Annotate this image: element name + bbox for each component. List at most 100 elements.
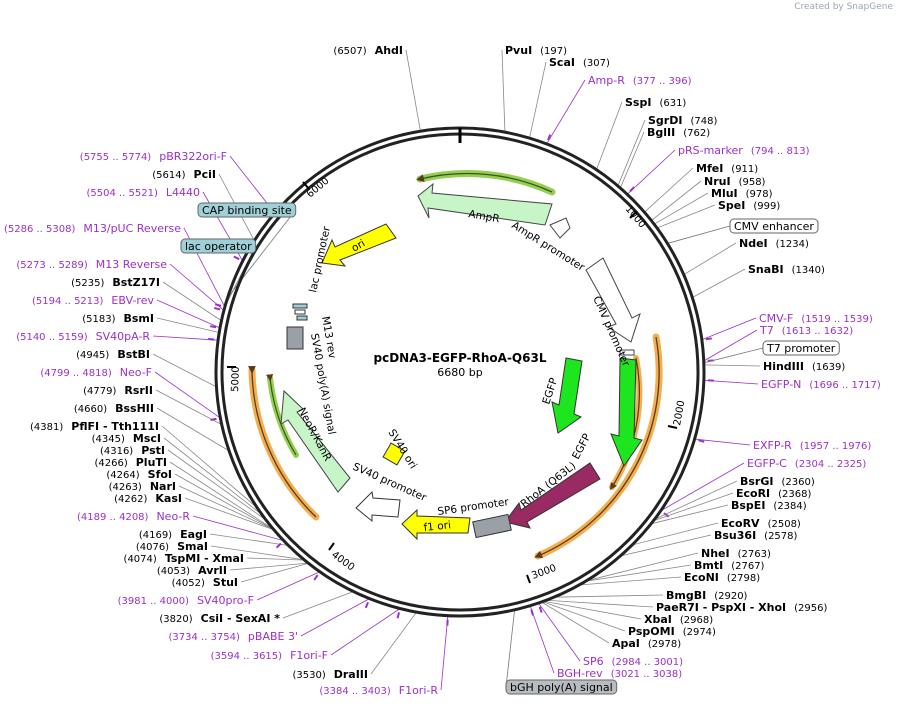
map-label-3[interactable]: Amp-R(377 .. 396) [588,74,692,87]
map-label-5[interactable]: SgrDI(748) [648,114,717,127]
map-label-58[interactable]: RsrII (4779) [83,384,153,397]
map-label-47[interactable]: SmaI(4076) [136,540,208,553]
leader-line [703,364,761,367]
map-label-2[interactable]: ScaI(307) [549,56,610,69]
map-label-9[interactable]: NruI(958) [704,175,766,188]
leader-line [667,225,731,244]
map-label-6[interactable]: BglII(762) [647,126,710,139]
map-label-71[interactable]: pBR322ori-F(5755 .. 5774) [80,150,227,163]
map-label-44[interactable]: StuI(4052) [172,576,238,589]
label-name: SmaI [177,540,208,553]
map-label-19[interactable]: EGFP-N(1696 .. 1717) [761,378,881,391]
label-name: SV40pA-R [96,330,151,343]
map-label-8[interactable]: MfeI(911) [696,162,758,175]
map-label-10[interactable]: MluI(978) [711,187,773,200]
primer-tick [547,134,552,141]
label-name: EcoRI [736,487,770,500]
map-label-26[interactable]: Bsu36I(2578) [714,529,798,542]
label-position: (5140 .. 5159) [16,332,88,343]
map-label-43[interactable]: SV40pro-F(3981 .. 4000) [118,594,254,607]
map-label-50[interactable]: KasI(4262) [114,492,182,505]
map-label-11[interactable]: SpeI(999) [718,199,780,212]
map-label-59[interactable]: Neo-F(4799 .. 4818) [40,366,152,379]
map-label-24[interactable]: BspEI(2384) [731,499,807,512]
label-name: EGFP-C [747,457,787,470]
map-label-53[interactable]: PluTI(4266) [94,456,167,469]
label-position: (794 .. 813) [751,146,810,157]
map-label-7[interactable]: pRS-marker(794 .. 813) [678,144,810,157]
map-label-14[interactable]: SnaBI(1340) [748,263,825,276]
map-label-22[interactable]: BsrGI(2360) [740,475,815,488]
map-label-38[interactable]: F1ori-R(3384 .. 3403) [319,684,438,697]
map-label-46[interactable]: TspMI - XmaI(4074) [124,552,244,565]
map-label-69[interactable]: L4440(5504 .. 5521) [86,186,200,199]
map-label-33[interactable]: PspOMI(2974) [628,625,716,638]
map-label-37[interactable]: bGH poly(A) signal [505,679,618,695]
map-label-63[interactable]: EBV-rev(5194 .. 5213) [32,294,154,307]
map-label-40[interactable]: F1ori-F(3594 .. 3615) [211,649,328,662]
map-label-65[interactable]: M13 Reverse(5273 .. 5289) [16,258,167,271]
map-label-70[interactable]: PciI(5614) [152,168,216,181]
map-label-67[interactable]: M13/pUC Reverse(5286 .. 5308) [4,222,181,235]
label-name: RsrII [124,384,153,397]
map-label-20[interactable]: EXFP-R(1957 .. 1976) [753,439,871,452]
map-label-23[interactable]: EcoRI(2368) [736,487,812,500]
map-label-61[interactable]: SV40pA-R (5140 .. 5159) [16,330,150,343]
leader-line [240,562,309,583]
map-label-15[interactable]: CMV-F(1519 .. 1539) [759,312,873,325]
map-label-60[interactable]: BstBI(4945) [76,348,150,361]
map-label-36[interactable]: BGH-rev(3021 .. 3038) [557,667,682,680]
map-label-39[interactable]: DraIII(3530) [292,668,368,681]
map-label-62[interactable]: BsmI(5183) [82,312,154,325]
map-label-56[interactable]: PflFI - Tth111I(4381) [30,420,159,433]
map-label-45[interactable]: AvrII(4053) [157,564,227,577]
map-label-41[interactable]: pBABE 3'(3734 .. 3754) [169,630,299,643]
map-label-31[interactable]: PaeR7I - PspXI - XhoI(2956) [656,601,828,614]
map-label-32[interactable]: XbaI(2968) [644,613,713,626]
leader-line [167,449,267,521]
leader-line [501,49,506,133]
map-label-35[interactable]: SP6(2984 .. 3001) [583,655,683,668]
map-label-66[interactable]: lac operator [180,238,257,254]
label-position: (4779) [83,386,116,397]
map-label-13[interactable]: NdeI(1234) [739,237,809,250]
map-label-28[interactable]: BmtI(2767) [694,559,765,572]
map-label-4[interactable]: SspI(631) [625,96,686,109]
snapgene-credit: Created by SnapGene [794,2,893,12]
map-label-30[interactable]: BmgBI(2920) [666,589,748,602]
primer-tick [275,542,282,549]
feature-box [729,218,819,234]
map-label-52[interactable]: SfoI(4264) [106,468,172,481]
map-label-64[interactable]: BstZ17I(5235) [71,276,160,289]
leader-line [585,552,699,582]
map-label-17[interactable]: T7 promoter [762,340,840,356]
map-label-55[interactable]: MscI(4345) [92,432,161,445]
map-label-48[interactable]: EagI(4169) [139,528,207,541]
map-label-0[interactable]: AhdI(6507) [333,44,403,57]
map-label-27[interactable]: NheI(2763) [701,547,771,560]
map-label-21[interactable]: EGFP-C(2304 .. 2325) [747,457,866,470]
primer-tick [698,439,705,443]
map-label-57[interactable]: BssHII(4660) [74,402,154,415]
map-label-12[interactable]: CMV enhancer [729,218,819,234]
map-label-54[interactable]: PstI(4316) [100,444,165,457]
map-label-25[interactable]: EcoRV(2508) [721,517,801,530]
label-position: (1696 .. 1717) [809,380,881,391]
label-name: PstI [141,444,165,457]
map-label-68[interactable]: CAP binding site [197,202,297,218]
map-label-51[interactable]: NarI(4263) [109,480,176,493]
plasmid-size: 6680 bp [437,366,482,379]
feature-label-egfp-2: EGFP [570,432,593,462]
map-label-49[interactable]: Neo-R(4189 .. 4208) [77,510,190,523]
primer-tick [233,255,240,261]
map-label-34[interactable]: ApaI(2978) [612,637,681,650]
map-label-42[interactable]: CsiI - SexAI *(3820) [159,612,280,625]
map-label-18[interactable]: HindIII(1639) [763,360,845,373]
map-label-1[interactable]: PvuI(197) [505,44,567,57]
primer-tick [530,609,534,616]
map-label-29[interactable]: EcoNI(2798) [684,571,760,584]
map-label-16[interactable]: T7(1613 .. 1632) [759,324,853,337]
label-position: (3021 .. 3038) [611,669,683,680]
leader-line [192,515,284,542]
label-name: NdeI [739,237,768,250]
